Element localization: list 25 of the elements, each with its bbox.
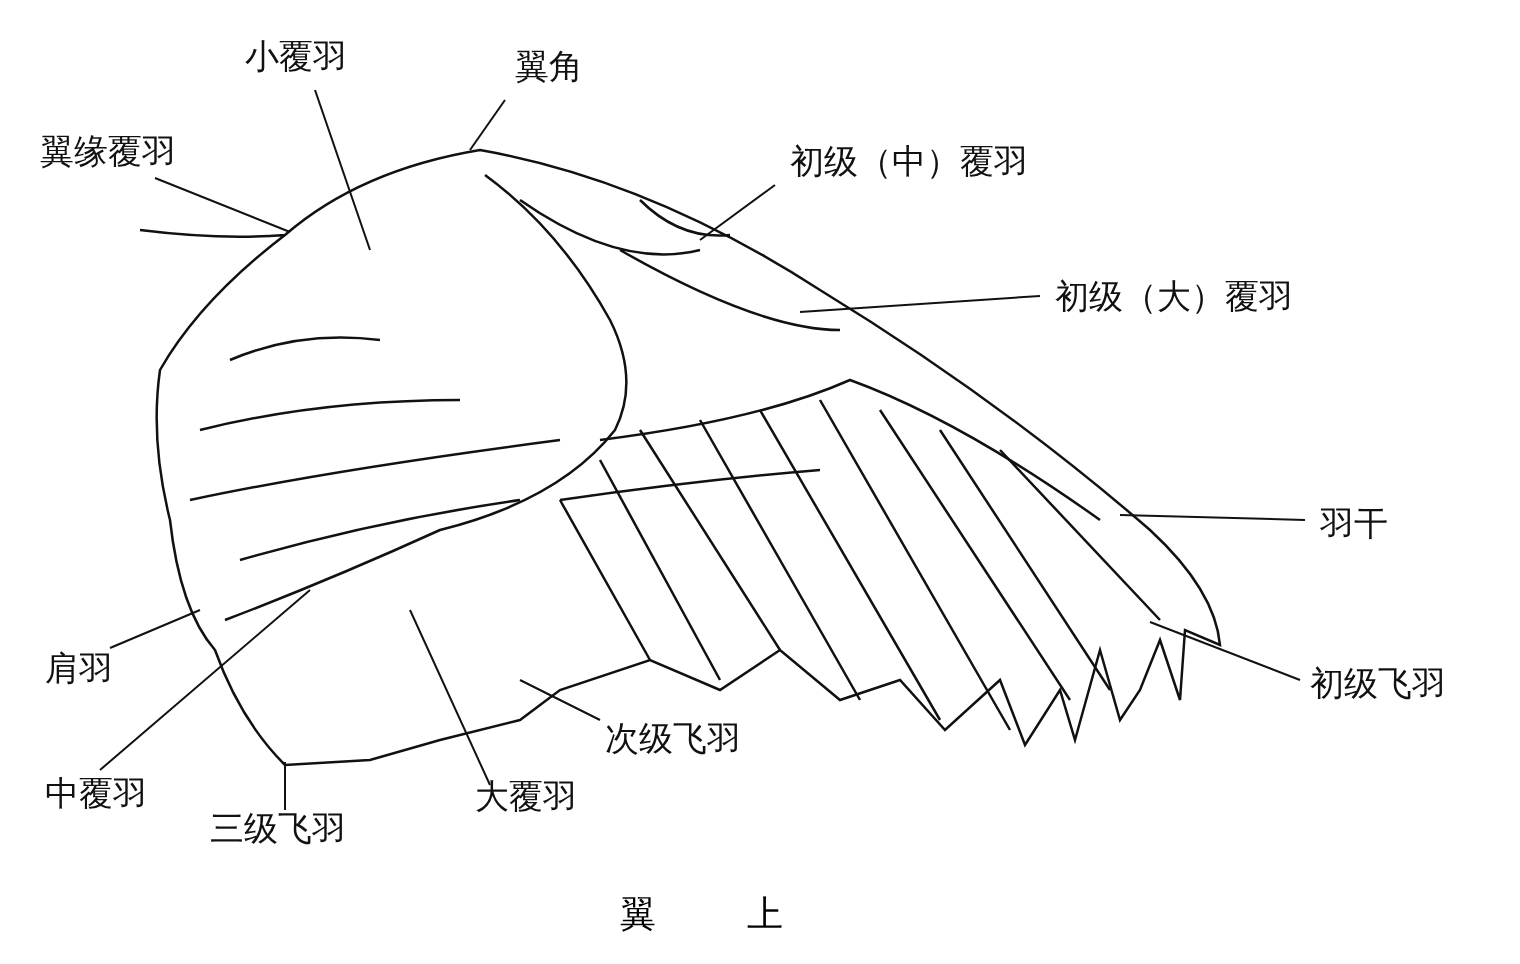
part-label: 次级飞羽	[605, 720, 741, 758]
part-label: 初级（大）覆羽	[1055, 278, 1293, 316]
leader-line	[1149, 621, 1301, 681]
part-label: 三级飞羽	[210, 810, 346, 848]
part-label: 羽干	[1320, 505, 1388, 543]
leader-line	[469, 99, 506, 151]
leader-line	[109, 609, 201, 649]
leader-line	[519, 679, 601, 721]
part-label: 小覆羽	[245, 38, 347, 76]
part-label: 初级（中）覆羽	[790, 143, 1028, 181]
part-label: 大覆羽	[475, 778, 577, 816]
part-label: 中覆羽	[45, 775, 147, 813]
leader-line	[409, 609, 491, 786]
part-label: 肩羽	[45, 650, 113, 688]
leader-line	[284, 761, 286, 811]
leader-line	[799, 295, 1041, 313]
leader-line	[1119, 514, 1306, 521]
leader-line	[314, 89, 371, 251]
part-label: 翼角	[515, 48, 583, 86]
part-label: 初级飞羽	[1310, 665, 1446, 703]
part-label: 翼缘覆羽	[40, 133, 176, 171]
leader-line	[154, 177, 291, 233]
leader-line	[99, 589, 311, 771]
leader-line	[699, 184, 776, 241]
figure-caption: 翼 上	[620, 892, 824, 936]
